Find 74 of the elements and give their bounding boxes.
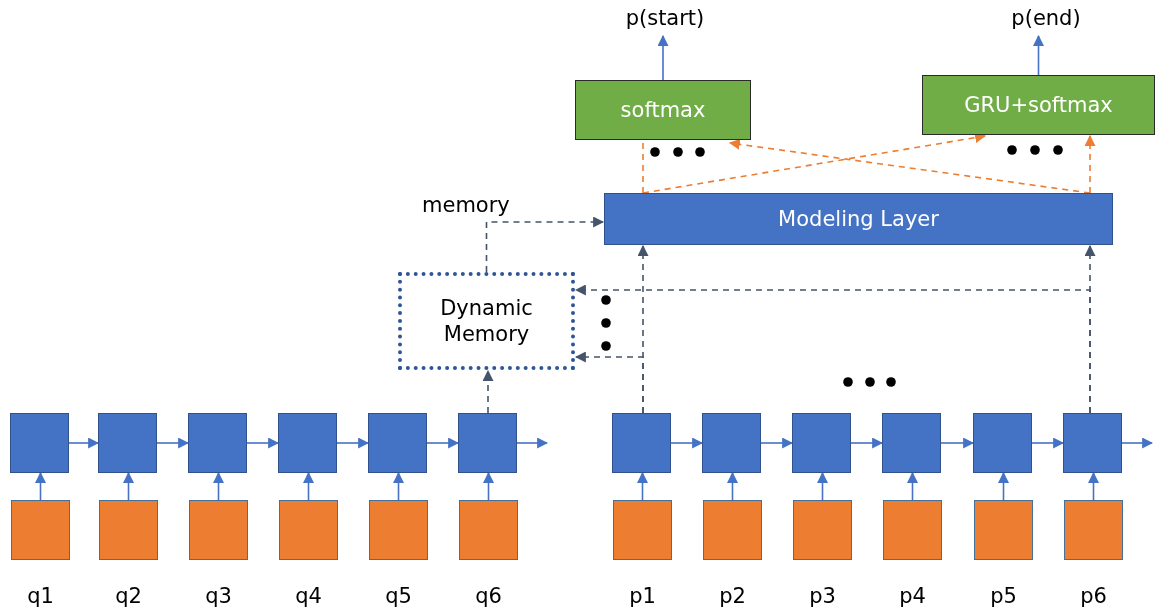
arrow xyxy=(940,437,975,449)
arrow xyxy=(907,471,918,501)
arrow xyxy=(123,471,134,501)
arrow xyxy=(727,471,738,501)
arrow xyxy=(817,471,828,501)
arrow xyxy=(516,437,549,449)
output-label: p(start) xyxy=(615,0,715,36)
rnn-cell xyxy=(973,413,1032,473)
token-label: p2 xyxy=(718,584,747,608)
rnn-cell xyxy=(368,413,427,473)
token-label: p5 xyxy=(989,584,1018,608)
embedding-box xyxy=(974,500,1033,560)
arrow xyxy=(393,471,404,501)
token-label: q1 xyxy=(26,584,55,608)
arrow xyxy=(35,471,46,501)
arrow xyxy=(485,216,605,273)
output-label: p(end) xyxy=(1000,0,1092,36)
arrow xyxy=(246,437,280,449)
arrow xyxy=(482,369,494,414)
rnn-cell xyxy=(458,413,517,473)
arrow xyxy=(1088,471,1099,501)
embedding-box xyxy=(369,500,428,560)
token-label: q4 xyxy=(294,584,323,608)
arrow xyxy=(760,437,794,449)
softmax-box: softmax xyxy=(575,80,751,140)
rnn-cell xyxy=(278,413,337,473)
arrow xyxy=(574,351,644,414)
arrow xyxy=(657,34,669,81)
rnn-cell xyxy=(1063,413,1122,473)
arrow xyxy=(670,437,704,449)
rnn-cell xyxy=(98,413,157,473)
token-label: p6 xyxy=(1079,584,1108,608)
arrow xyxy=(1033,34,1044,76)
token-label: q3 xyxy=(204,584,233,608)
arrow xyxy=(303,471,314,501)
rnn-cell xyxy=(702,413,761,473)
arrow xyxy=(426,437,460,449)
embedding-box xyxy=(99,500,158,560)
embedding-box xyxy=(883,500,942,560)
embedding-box xyxy=(11,500,70,560)
embedding-box xyxy=(459,500,518,560)
arrow xyxy=(574,284,1091,414)
rnn-cell xyxy=(612,413,671,473)
layer-box: Modeling Layer xyxy=(604,193,1113,245)
arrow xyxy=(68,437,100,449)
token-label: p1 xyxy=(628,584,657,608)
token-label: p3 xyxy=(808,584,837,608)
rnn-cell xyxy=(188,413,247,473)
token-label: p4 xyxy=(898,584,927,608)
token-label: q2 xyxy=(114,584,143,608)
embedding-box xyxy=(703,500,762,560)
token-label: q6 xyxy=(474,584,503,608)
arrow xyxy=(728,138,1091,194)
embedding-box xyxy=(279,500,338,560)
arrow xyxy=(1121,437,1154,449)
softmax-box: GRU+softmax xyxy=(922,75,1155,135)
embedding-box xyxy=(793,500,852,560)
arrow xyxy=(1031,437,1065,449)
embedding-box xyxy=(1064,500,1123,560)
embedding-box xyxy=(613,500,672,560)
arrow xyxy=(998,471,1009,501)
rnn-cell xyxy=(10,413,69,473)
arrow xyxy=(336,437,370,449)
arrow xyxy=(850,437,884,449)
arrow xyxy=(213,471,224,501)
token-label: q5 xyxy=(384,584,413,608)
rnn-cell xyxy=(792,413,851,473)
arrow xyxy=(1084,134,1096,194)
embedding-box xyxy=(189,500,248,560)
arrow xyxy=(483,471,494,501)
arrow xyxy=(637,471,648,501)
arrow xyxy=(156,437,190,449)
rnn-cell xyxy=(882,413,941,473)
memory-box: Dynamic Memory xyxy=(398,272,575,370)
